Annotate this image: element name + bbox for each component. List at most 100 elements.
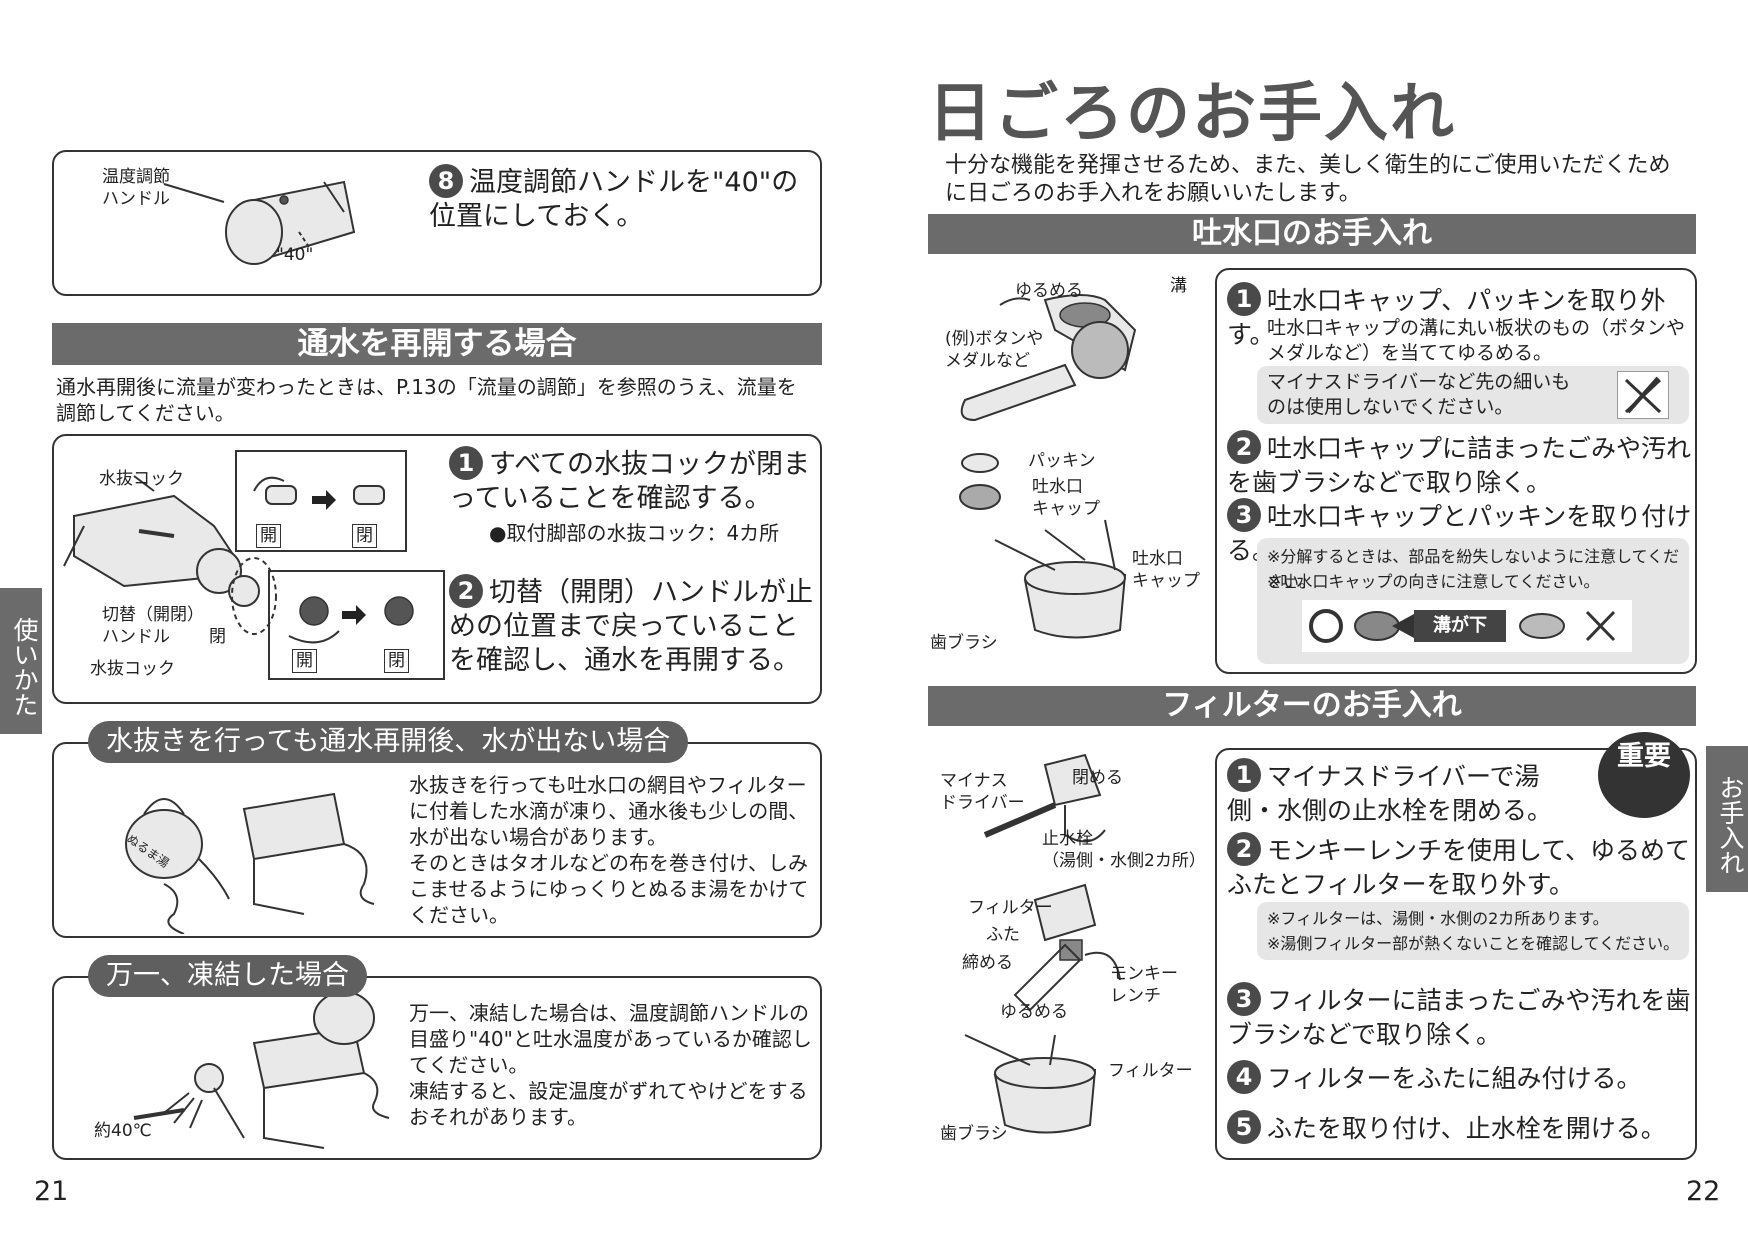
step-number-badge: 2: [1227, 832, 1261, 866]
spout-step-2-text: 吐水口キャップに詰まったごみや汚れを歯ブラシなどで取り除く。: [1227, 434, 1692, 497]
resume-intro: 通水再開後に流量が変わったときは、P.13の「流量の調節」を参照のうえ、流量を調…: [56, 375, 797, 425]
tag-close-top: 閉: [352, 524, 377, 548]
label-packing: パッキン: [1028, 451, 1096, 471]
right-intro: 十分な機能を発揮させるため、また、美しく衛生的にご使用いただくために日ごろのお手…: [945, 153, 1671, 206]
label-close-handle: 閉: [209, 627, 226, 647]
label-temperature-handle: 温度調節 ハンドル: [102, 167, 170, 209]
filter-notes: ※フィルターは、湯側・水側の2カ所あります。 ※湯側フィルター部が熱くないことを…: [1257, 902, 1689, 960]
filter-note-2: ※湯側フィルター部が熱くないことを確認してください。: [1267, 934, 1680, 953]
spout-warning: マイナスドライバーなど先の細いものは使用しないでください。: [1257, 366, 1689, 424]
spout-warning-text: マイナスドライバーなど先の細いものは使用しないでください。: [1267, 371, 1571, 418]
filter-step-1-text: マイナスドライバーで湯側・水側の止水栓を閉める。: [1227, 762, 1553, 825]
no-water-text: 水抜きを行っても吐水口の網目やフィルターに付着した水滴が凍り、通水後も少しの間、…: [409, 773, 809, 927]
side-tab-usage: 使いかた: [0, 588, 42, 734]
cap-orientation-panel: 溝が下: [1302, 600, 1632, 652]
faucet-drain-illustration: [63, 450, 445, 680]
tag-open-bottom: 開: [292, 649, 317, 673]
label-filter: フィルター: [968, 898, 1053, 918]
label-groove: 溝: [1170, 276, 1187, 296]
step8-instruction: 温度調節ハンドルを"40"の位置にしておく。: [429, 167, 799, 232]
label-spout-cap-2: 吐水口 キャップ: [1132, 549, 1200, 591]
spout-note-2: ※吐水口キャップの向きに注意してください。: [1267, 572, 1600, 591]
label-switch-handle: 切替（開閉） ハンドル: [102, 605, 204, 647]
spout-step-3-text: 吐水口キャップとパッキンを取り付ける。: [1227, 502, 1692, 565]
filter-step-3-text: フィルターに詰まったごみや汚れを歯ブラシなどで取り除く。: [1227, 986, 1691, 1049]
side-tab-care: お手入れ: [1706, 746, 1748, 892]
resume-step-1-sub: ●取付脚部の水抜コック：4カ所: [489, 521, 780, 545]
spout-step-1-text: 吐水口キャップ、パッキンを取り外す。: [1227, 286, 1666, 349]
page-title: 日ごろのお手入れ: [928, 77, 1456, 151]
label-example: (例)ボタンや メダルなど: [945, 329, 1044, 371]
frozen-text: 万一、凍結した場合は、温度調節ハンドルの目盛り"40"と吐水温度があっているか確…: [409, 1001, 812, 1129]
filter-section-title: フィルターのお手入れ: [928, 686, 1696, 726]
resume-section-title: 通水を再開する場合: [52, 323, 822, 365]
resume-step-1-text: すべての水抜コックが閉まっていることを確認する。: [449, 449, 811, 514]
page-number-left: 21: [34, 1176, 69, 1207]
label-drain-cock-bottom: 水抜コック: [90, 659, 175, 679]
no-screwdriver-icon: [1617, 371, 1669, 419]
important-badge: 重要: [1598, 732, 1690, 818]
step-number-badge: 2: [1227, 430, 1261, 464]
step-number-badge: 2: [449, 574, 483, 608]
filter-note-1: ※フィルターは、湯側・水側の2カ所あります。: [1267, 909, 1609, 928]
step-number-badge: 3: [1227, 982, 1261, 1016]
spout-note-1: ※分解するときは、部品を紛失しないように注意してください。: [1267, 547, 1680, 591]
kettle-faucet-illustration: [125, 792, 375, 934]
label-lid: ふた: [986, 925, 1020, 945]
page-number-right: 22: [1686, 1176, 1721, 1207]
label-toothbrush-filter: 歯ブラシ: [940, 1124, 1008, 1144]
label-loosen-filter: ゆるめる: [1000, 1002, 1068, 1022]
spout-care-illustration: [959, 294, 1137, 639]
label-loosen: ゆるめる: [1015, 281, 1083, 301]
label-filter-2: フィルター: [1108, 1061, 1193, 1081]
label-spout-cap: 吐水口 キャップ: [1032, 477, 1100, 519]
label-wrench: モンキー レンチ: [1110, 964, 1178, 1006]
step-number-badge: 1: [1227, 758, 1261, 792]
important-badge-text: 重要: [1617, 741, 1671, 772]
step-number-badge: 5: [1227, 1110, 1261, 1144]
label-screwdriver: マイナス ドライバー: [940, 771, 1025, 813]
filter-care-illustration: [964, 753, 1121, 1134]
filter-step-5-text: ふたを取り付け、止水栓を開ける。: [1267, 1114, 1666, 1143]
step-number-badge: 1: [1227, 282, 1261, 316]
step-number-badge: 4: [1227, 1060, 1261, 1094]
spout-step-1-sub: 吐水口キャップの溝に丸い板状のもの（ボタンやメダルなど）を当ててゆるめる。: [1267, 317, 1686, 364]
filter-step-4-text: フィルターをふたに組み付ける。: [1267, 1064, 1642, 1093]
spout-section-title: 吐水口のお手入れ: [928, 214, 1696, 254]
temperature-handle-illustration: [163, 180, 356, 265]
label-40: "40": [276, 245, 314, 265]
step-number-badge: 3: [1227, 498, 1261, 532]
label-toothbrush: 歯ブラシ: [930, 633, 998, 653]
label-approx-temperature: 約40℃: [94, 1121, 152, 1141]
label-close-valve: 閉める: [1072, 768, 1123, 788]
orientation-label: 溝が下: [1433, 615, 1487, 636]
resume-step-2-text: 切替（開閉）ハンドルが止めの位置まで戻っていることを確認し、通水を再開する。: [449, 577, 813, 676]
frozen-box: 約40℃ 万一、凍結した場合は、温度調節ハンドルの目盛り"40"と吐水温度があっ…: [52, 976, 822, 1160]
tag-close-bottom: 閉: [384, 649, 409, 673]
filter-step-2-text: モンキーレンチを使用して、ゆるめてふたとフィルターを取り外す。: [1227, 836, 1691, 899]
label-tighten: 締める: [962, 953, 1013, 973]
step-number-badge: 8: [429, 164, 463, 198]
shower-faucet-illustration: [133, 991, 390, 1149]
frozen-section-title: 万一、凍結した場合: [88, 955, 367, 997]
label-stop-valve: 止水栓 （湯側・水側2カ所）: [1042, 829, 1206, 871]
step-number-badge: 1: [449, 446, 483, 480]
no-water-box: ぬるま湯 水抜きを行っても吐水口の網目やフィルターに付着した水滴が凍り、通水後も…: [52, 742, 822, 938]
no-water-section-title: 水抜きを行っても通水再開後、水が出ない場合: [88, 721, 689, 763]
tag-open-top: 開: [256, 524, 281, 548]
